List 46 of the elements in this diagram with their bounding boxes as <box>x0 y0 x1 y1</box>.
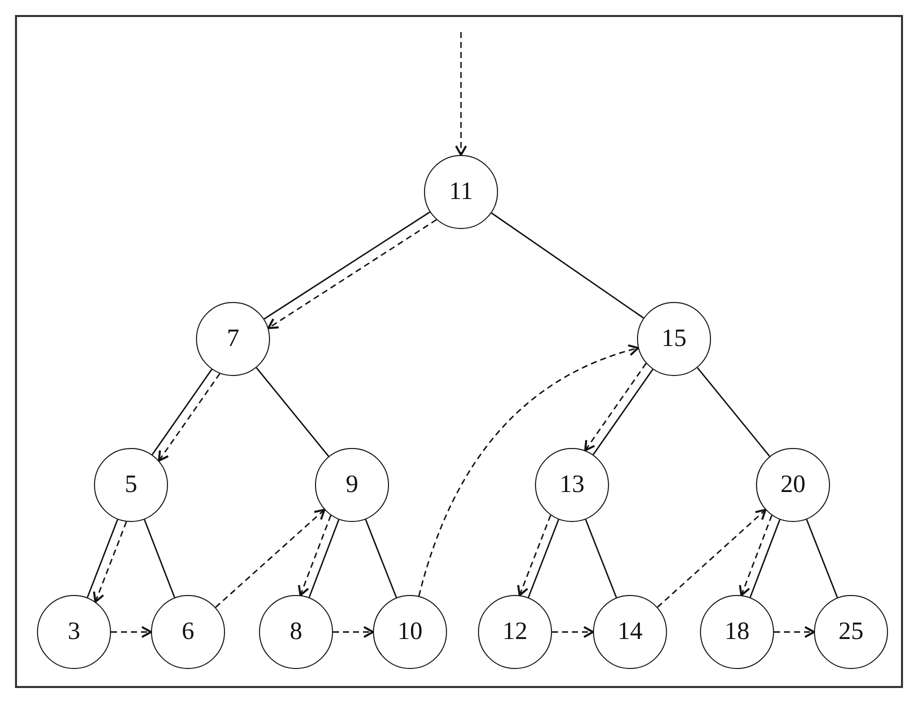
traversal-arrow <box>215 508 326 608</box>
tree-edge <box>528 519 560 598</box>
node-value: 20 <box>780 471 806 499</box>
traversal-arrow <box>774 626 815 638</box>
node-value: 13 <box>560 471 584 499</box>
tree-edge <box>152 368 212 456</box>
tree-node-circle <box>756 448 830 522</box>
node-value: 10 <box>398 618 422 646</box>
traversal-arrow <box>455 32 467 156</box>
node-value: 18 <box>724 618 750 646</box>
tree-edge <box>308 519 340 598</box>
node-value: 8 <box>290 618 302 646</box>
traversal-arrow <box>584 362 647 452</box>
node-value: 15 <box>662 325 686 353</box>
traversal-arrow <box>333 626 374 638</box>
node-value: 9 <box>346 471 358 499</box>
tree-edge <box>584 519 618 598</box>
tree-edge <box>364 519 398 598</box>
node-value: 3 <box>68 618 80 646</box>
tree-edge <box>696 367 770 457</box>
tree-edge <box>264 211 430 320</box>
tree-node-circle <box>315 448 389 522</box>
traversal-arrow <box>552 626 594 638</box>
traversal-arrow <box>267 219 437 330</box>
node-value: 25 <box>838 618 864 646</box>
tree-edge <box>256 367 330 457</box>
traversal-arrow <box>738 515 772 596</box>
traversal-arrow <box>517 514 552 596</box>
node-value: 7 <box>226 325 240 353</box>
node-value: 6 <box>182 618 194 646</box>
node-value: 14 <box>618 618 642 646</box>
traversal-arrow <box>657 508 766 608</box>
traversal-arrow <box>111 626 152 638</box>
traversal-arrow <box>418 344 640 596</box>
node-value: 11 <box>448 178 474 206</box>
tree-edge <box>592 368 654 456</box>
traversal-arrow <box>158 373 220 462</box>
node-value: 12 <box>502 618 528 646</box>
tree-edge <box>750 519 780 598</box>
node-value: 5 <box>124 471 138 499</box>
tree-edge <box>491 212 644 319</box>
traversal-arrow <box>92 521 128 603</box>
traversal-arrow <box>298 515 332 596</box>
tree-edge <box>144 519 176 598</box>
tree-edge <box>806 519 838 598</box>
tree-edge <box>86 519 118 598</box>
